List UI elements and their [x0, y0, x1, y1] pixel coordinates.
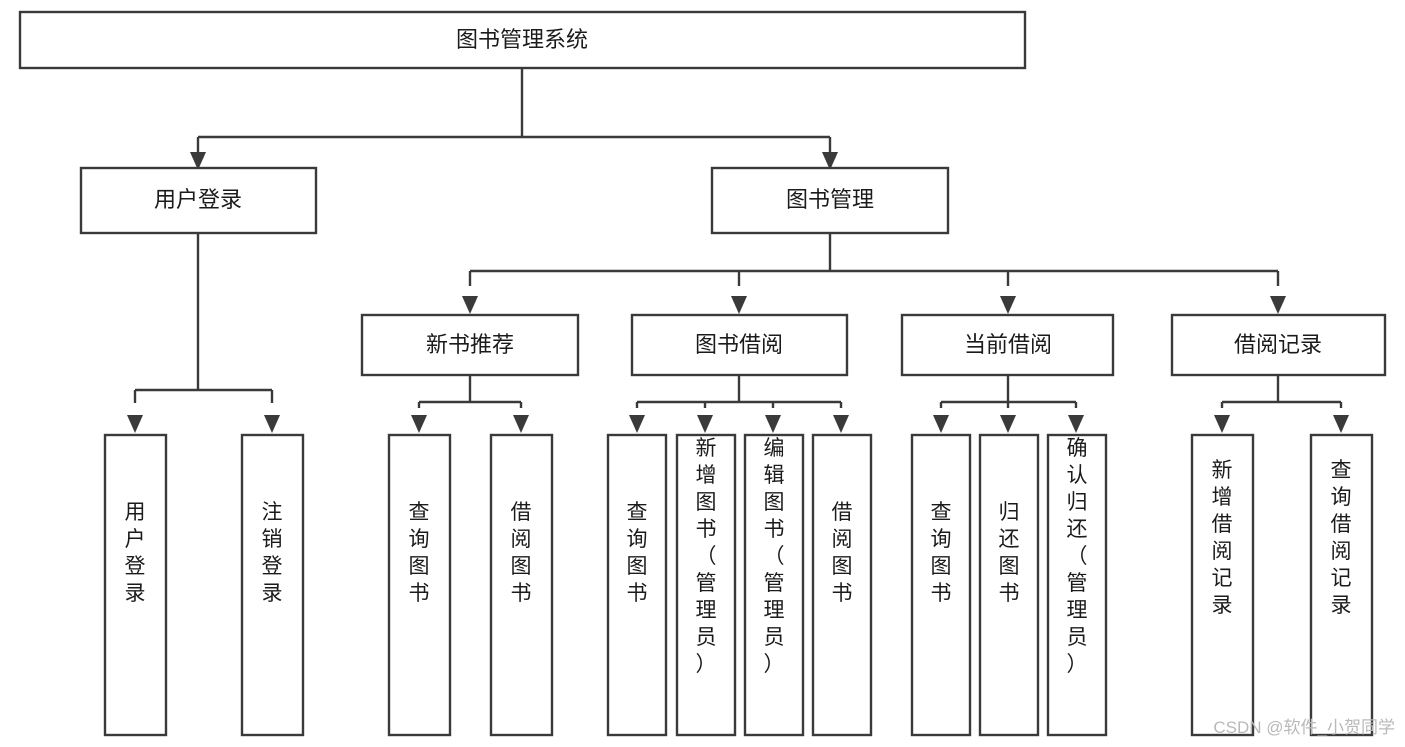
node-borrow-records[interactable]: 借阅记录	[1170, 313, 1387, 377]
node-user-login-label: 用户登录	[154, 187, 242, 212]
node-book-borrow[interactable]: 图书借阅	[630, 313, 849, 377]
node-root-label: 图书管理系统	[456, 27, 588, 52]
node-leaf-borrow-book-2[interactable]: 借阅图书	[811, 433, 873, 737]
node-leaf-add-record-label: 新增借阅记录	[1212, 459, 1233, 617]
node-leaf-confirm-return-box[interactable]	[1046, 433, 1108, 737]
arrow-leaf-add-record	[1214, 415, 1230, 433]
node-book-management-box[interactable]	[710, 166, 950, 235]
node-borrow-records-box[interactable]	[1170, 313, 1387, 377]
node-new-book-recommend-box[interactable]	[360, 313, 580, 377]
arrow-leaf-confirm-return	[1068, 415, 1084, 433]
leaf-layer: 用户登录 注销登录 查询图书 借阅图书 查询图书 新	[103, 433, 1374, 737]
arrow-leaf-return-book	[1000, 415, 1016, 433]
node-leaf-return-book[interactable]: 归还图书	[978, 433, 1040, 737]
node-leaf-query-book-1-label: 查询图书	[409, 501, 430, 605]
arrow-borrow-records	[1270, 296, 1286, 314]
node-leaf-edit-book[interactable]: 编辑图书（管理员）	[743, 433, 805, 737]
arrow-leaf-borrow-book-1	[513, 415, 529, 433]
node-leaf-user-logout-label: 注销登录	[262, 501, 283, 605]
node-leaf-borrow-book-1[interactable]: 借阅图书	[489, 433, 554, 737]
node-leaf-return-book-label: 归还图书	[999, 501, 1020, 605]
node-leaf-user-logout[interactable]: 注销登录	[240, 433, 305, 737]
node-leaf-query-book-1[interactable]: 查询图书	[387, 433, 452, 737]
node-leaf-edit-book-box[interactable]	[743, 433, 805, 737]
node-current-borrow-box[interactable]	[900, 313, 1115, 377]
node-user-login-box[interactable]	[79, 166, 318, 235]
node-leaf-add-book-box[interactable]	[675, 433, 737, 737]
node-leaf-user-logout-box[interactable]	[240, 433, 305, 737]
node-leaf-return-book-box[interactable]	[978, 433, 1040, 737]
node-new-book-recommend[interactable]: 新书推荐	[360, 313, 580, 377]
node-root[interactable]: 图书管理系统	[18, 10, 1027, 70]
node-leaf-user-login-box[interactable]	[103, 433, 168, 737]
arrow-leaf-query-record	[1333, 415, 1349, 433]
arrow-leaf-query-book-1	[411, 415, 427, 433]
arrow-current-borrow	[1000, 296, 1016, 314]
connector-layer	[127, 68, 1349, 433]
node-leaf-query-record-box[interactable]	[1309, 433, 1374, 737]
node-leaf-query-book-3-label: 查询图书	[931, 501, 952, 605]
node-leaf-query-record-label: 查询借阅记录	[1331, 459, 1352, 617]
arrow-leaf-query-book-3	[933, 415, 949, 433]
node-leaf-query-book-3[interactable]: 查询图书	[910, 433, 972, 737]
node-leaf-query-book-2[interactable]: 查询图书	[606, 433, 668, 737]
arrow-leaf-query-book-2	[629, 415, 645, 433]
node-book-management[interactable]: 图书管理	[710, 166, 950, 235]
node-borrow-records-label: 借阅记录	[1234, 332, 1322, 357]
node-leaf-add-record-box[interactable]	[1190, 433, 1255, 737]
node-leaf-borrow-book-1-box[interactable]	[489, 433, 554, 737]
node-book-management-label: 图书管理	[786, 187, 874, 212]
node-root-box[interactable]	[18, 10, 1027, 70]
node-leaf-add-book-label: 新增图书（管理员）	[696, 437, 717, 676]
node-current-borrow-label: 当前借阅	[964, 332, 1052, 357]
node-leaf-add-record[interactable]: 新增借阅记录	[1190, 433, 1255, 737]
arrow-leaf-user-login	[127, 415, 143, 433]
node-new-book-recommend-label: 新书推荐	[426, 332, 514, 357]
node-leaf-borrow-book-2-label: 借阅图书	[832, 501, 853, 605]
node-leaf-query-book-3-box[interactable]	[910, 433, 972, 737]
node-leaf-edit-book-label: 编辑图书（管理员）	[764, 437, 785, 676]
arrow-leaf-user-logout	[264, 415, 280, 433]
node-current-borrow[interactable]: 当前借阅	[900, 313, 1115, 377]
csdn-watermark: CSDN @软件_小贺同学	[1213, 718, 1395, 737]
node-leaf-confirm-return[interactable]: 确认归还（管理员）	[1046, 433, 1108, 737]
node-leaf-query-book-1-box[interactable]	[387, 433, 452, 737]
node-leaf-user-login[interactable]: 用户登录	[103, 433, 168, 737]
node-leaf-query-book-2-box[interactable]	[606, 433, 668, 737]
node-leaf-query-book-2-label: 查询图书	[627, 501, 648, 605]
node-leaf-query-record[interactable]: 查询借阅记录	[1309, 433, 1374, 737]
node-book-borrow-box[interactable]	[630, 313, 849, 377]
arrow-book-borrow	[731, 296, 747, 314]
node-leaf-add-book[interactable]: 新增图书（管理员）	[675, 433, 737, 737]
node-user-login[interactable]: 用户登录	[79, 166, 318, 235]
arrow-leaf-borrow-book-2	[833, 415, 849, 433]
arrow-leaf-add-book	[697, 415, 713, 433]
node-leaf-confirm-return-label: 确认归还（管理员）	[1067, 437, 1088, 676]
arrow-leaf-edit-book	[765, 415, 781, 433]
arrow-new-book-recommend	[462, 296, 478, 314]
node-leaf-borrow-book-1-label: 借阅图书	[511, 501, 532, 605]
node-book-borrow-label: 图书借阅	[695, 332, 783, 357]
node-leaf-user-login-label: 用户登录	[125, 501, 146, 605]
node-leaf-borrow-book-2-box[interactable]	[811, 433, 873, 737]
